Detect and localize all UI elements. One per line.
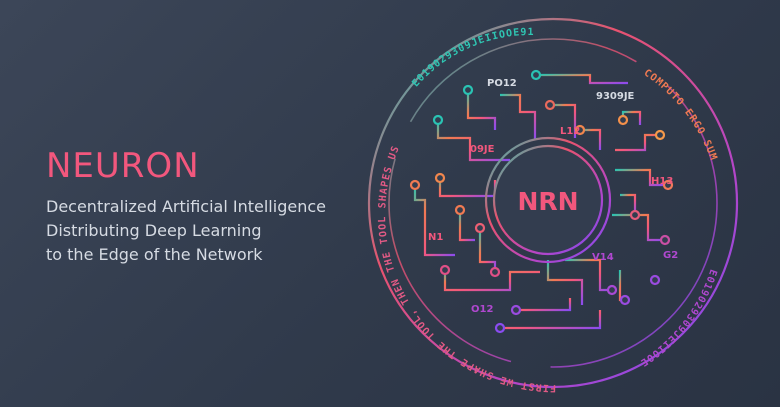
node-label-9309je: 9309JE bbox=[596, 91, 635, 102]
core-inner-ring bbox=[492, 144, 604, 256]
node-label-l12: L12 bbox=[560, 126, 580, 137]
node-label-v14: V14 bbox=[592, 252, 614, 263]
tagline-line-2: Distributing Deep Learning bbox=[46, 221, 262, 240]
node-label-po12: PO12 bbox=[487, 78, 517, 89]
tagline-line-3: to the Edge of the Network bbox=[46, 245, 263, 264]
brand-title: NEURON bbox=[46, 146, 200, 186]
tagline-line-1: Decentralized Artificial Intelligence bbox=[46, 197, 326, 216]
circuit-nodes bbox=[409, 69, 674, 334]
node-label-g2: G2 bbox=[663, 250, 678, 261]
node-label-o12: O12 bbox=[471, 304, 493, 315]
inner-ring bbox=[388, 38, 718, 368]
outer-ring bbox=[367, 17, 739, 389]
node-label-n1: N1 bbox=[428, 232, 443, 243]
core-label: NRN bbox=[517, 187, 578, 216]
core-outer-ring bbox=[484, 136, 612, 264]
ring-text-right: COMPUTO ERGO SUM bbox=[642, 67, 719, 162]
ring-text-lower-right: E019029309JEIIOOE bbox=[638, 268, 719, 368]
node-label-09je: 09JE bbox=[470, 144, 495, 155]
node-label-h13: H13 bbox=[651, 176, 673, 187]
